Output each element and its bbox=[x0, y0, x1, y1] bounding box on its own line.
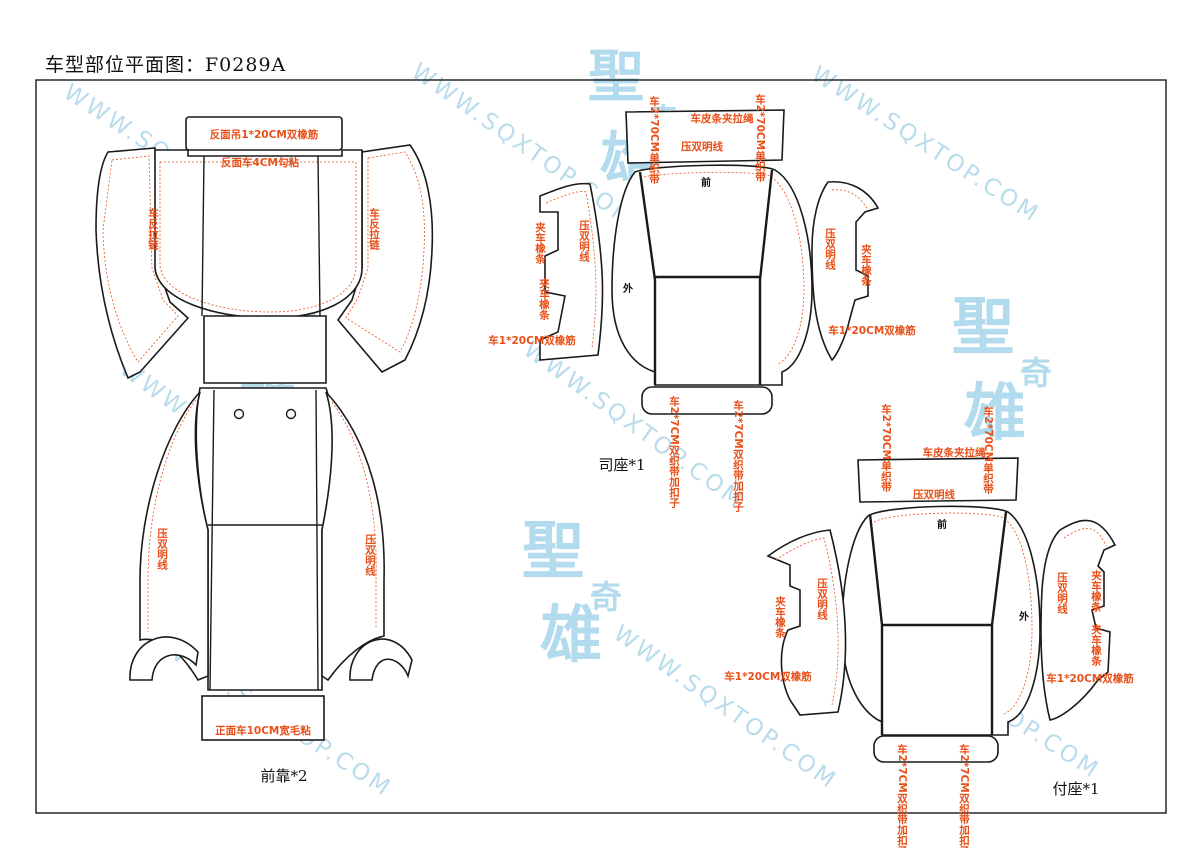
lower-body-seam-line bbox=[209, 389, 215, 691]
label-driver-top-stitch: 压双明线 bbox=[681, 140, 723, 153]
right-hook-tab bbox=[349, 638, 413, 681]
label-passenger-bottom-right: 车2*7CM双织带加扣子 bbox=[958, 743, 970, 848]
label-left-zip: 车反拉链 bbox=[147, 207, 159, 251]
driver-right-side-piece bbox=[811, 181, 880, 362]
label-driver-outer: 外 bbox=[622, 282, 633, 295]
label-passenger-left-stitch: 压双明线 bbox=[816, 578, 828, 621]
driver-left-side-piece bbox=[539, 182, 604, 361]
left-wing-piece bbox=[95, 147, 190, 380]
caption-passenger-seat: 付座*1 bbox=[1052, 780, 1099, 798]
driver-seat-cushion bbox=[611, 164, 813, 386]
label-passenger-bottom-left: 车2*7CM双织带加扣子 bbox=[896, 743, 908, 848]
passenger-top-flap bbox=[857, 457, 1019, 503]
passenger-bottom-strip bbox=[873, 735, 999, 763]
left-wing-seam bbox=[102, 155, 179, 363]
front-back-pattern bbox=[95, 116, 434, 741]
label-passenger-outer: 外 bbox=[1018, 610, 1029, 623]
right-wing-piece bbox=[336, 144, 434, 374]
driver-left-side-seam bbox=[545, 191, 597, 349]
label-driver-right-clip: 夹车橡条 bbox=[860, 243, 872, 287]
page-title: 车型部位平面图：F0289A bbox=[45, 54, 287, 76]
watermark-logo-char: 奇 bbox=[590, 578, 622, 616]
right-wing-seam bbox=[345, 151, 425, 353]
label-top-hook: 反面车4CM勾粘 bbox=[221, 156, 299, 169]
driver-bottom-strip bbox=[641, 386, 773, 415]
passenger-seat-pattern bbox=[766, 457, 1117, 763]
label-bottom-band: 正面车10CM宽毛粘 bbox=[215, 724, 311, 737]
watermark-logo: 聖 奇 雄 bbox=[952, 290, 1052, 449]
label-right-stitch: 压双明线 bbox=[364, 534, 376, 577]
left-hook-tab bbox=[129, 636, 199, 681]
label-passenger-right-clip-b: 夹车橡条 bbox=[1090, 623, 1102, 667]
label-driver-left-clip-b: 夹车橡条 bbox=[538, 277, 550, 321]
watermark-logo-char: 雄 bbox=[540, 598, 602, 671]
label-passenger-left-elastic: 车1*20CM双橡筋 bbox=[724, 670, 812, 683]
driver-top-flap bbox=[625, 109, 785, 164]
caption-driver-seat: 司座*1 bbox=[598, 456, 645, 474]
label-driver-bottom-right: 车2*7CM双织带加扣子 bbox=[732, 399, 744, 512]
grommet-hole bbox=[233, 408, 245, 420]
label-passenger-top-right-strap: 车2*70CM单织带 bbox=[982, 405, 994, 494]
label-passenger-right-stitch: 压双明线 bbox=[1056, 572, 1068, 615]
watermark-logo-char: 聖 bbox=[588, 44, 644, 110]
label-driver-left-stitch: 压双明线 bbox=[578, 220, 590, 263]
left-side-seam bbox=[147, 399, 197, 632]
headrest-piece bbox=[154, 149, 363, 319]
lower-body-piece bbox=[195, 387, 334, 691]
label-driver-front: 前 bbox=[701, 176, 711, 189]
watermark-logo-char: 奇 bbox=[1020, 354, 1052, 392]
label-left-stitch: 压双明线 bbox=[156, 528, 168, 571]
passenger-right-side-seam bbox=[1063, 528, 1107, 547]
label-driver-left-clip-a: 夹车橡条 bbox=[534, 221, 546, 265]
passenger-right-side-piece bbox=[1040, 519, 1117, 721]
drawing-frame bbox=[35, 79, 1167, 814]
right-side-panel bbox=[321, 391, 385, 682]
label-driver-top-right-strap: 车2*70CM单织带 bbox=[754, 93, 766, 182]
passenger-left-side-seam bbox=[775, 537, 839, 706]
label-driver-bottom-left: 车2*7CM双织带加扣子 bbox=[668, 395, 680, 508]
watermark-logo-char: 聖 bbox=[522, 514, 584, 587]
driver-seat-inner-line bbox=[758, 169, 774, 385]
watermark-logo-char: 聖 bbox=[952, 290, 1014, 363]
caption-front-back: 前靠*2 bbox=[260, 767, 307, 785]
driver-right-side-seam bbox=[831, 189, 869, 211]
grommet-hole bbox=[285, 408, 297, 420]
bottom-band-piece bbox=[201, 695, 325, 741]
label-top-band: 反面吊1*20CM双橡筋 bbox=[210, 128, 319, 141]
passenger-seat-seam bbox=[873, 512, 1033, 715]
label-passenger-right-clip-a: 夹车橡条 bbox=[1090, 569, 1102, 613]
label-passenger-top-rope: 车皮条夹拉绳 bbox=[923, 446, 986, 459]
watermark-logo-char: 雄 bbox=[964, 376, 1026, 449]
middle-band-piece bbox=[203, 315, 327, 384]
label-passenger-left-clip: 夹车橡条 bbox=[774, 595, 786, 639]
label-right-zip: 车反拉链 bbox=[368, 207, 380, 251]
driver-seat-seam bbox=[639, 171, 805, 365]
driver-seat-pattern bbox=[539, 109, 880, 415]
label-passenger-top-left-strap: 车2*70CM单织带 bbox=[880, 403, 892, 492]
label-driver-right-elastic: 车1*20CM双橡筋 bbox=[828, 324, 916, 337]
lower-body-seam-line bbox=[315, 389, 319, 691]
label-driver-right-stitch: 压双明线 bbox=[824, 228, 836, 271]
label-passenger-front: 前 bbox=[937, 518, 947, 531]
label-driver-top-rope: 车皮条夹拉绳 bbox=[691, 112, 754, 125]
label-driver-top-left-strap: 车2*70CM单织带 bbox=[648, 95, 660, 184]
passenger-left-side-piece bbox=[766, 529, 847, 716]
watermark-logo: 聖 奇 雄 bbox=[522, 514, 622, 671]
label-passenger-top-stitch: 压双明线 bbox=[913, 488, 955, 501]
top-band-piece bbox=[185, 116, 343, 151]
label-driver-left-elastic: 车1*20CM双橡筋 bbox=[488, 334, 576, 347]
headrest-seam-line bbox=[317, 155, 321, 317]
driver-seat-inner-line bbox=[638, 171, 657, 385]
label-passenger-right-elastic: 车1*20CM双橡筋 bbox=[1046, 672, 1134, 685]
headrest-seam-line bbox=[201, 155, 205, 317]
right-side-seam bbox=[331, 401, 377, 628]
